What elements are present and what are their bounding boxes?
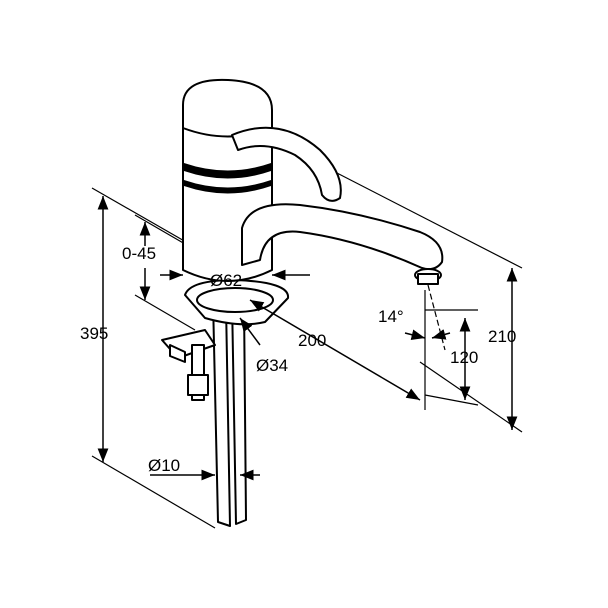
- dim-spout-reach: 200: [298, 331, 326, 350]
- lever-handle: [231, 126, 342, 202]
- supply-pipes: [212, 299, 247, 527]
- dim-faucet-height: 210: [488, 327, 516, 346]
- dim-pipe-diameter: Ø10: [148, 456, 180, 475]
- dim-outlet-height: 120: [450, 348, 478, 367]
- dim-height-adjust: 0-45: [122, 244, 156, 263]
- dim-hole-diameter: Ø34: [256, 356, 288, 375]
- dim-total-height: 395: [80, 324, 108, 343]
- dimension-lines: [97, 196, 518, 481]
- dim-base-diameter: Ø62: [210, 271, 242, 290]
- spout: [241, 203, 444, 285]
- dim-spout-angle: 14°: [378, 307, 404, 326]
- mounting-clamp: [161, 329, 216, 401]
